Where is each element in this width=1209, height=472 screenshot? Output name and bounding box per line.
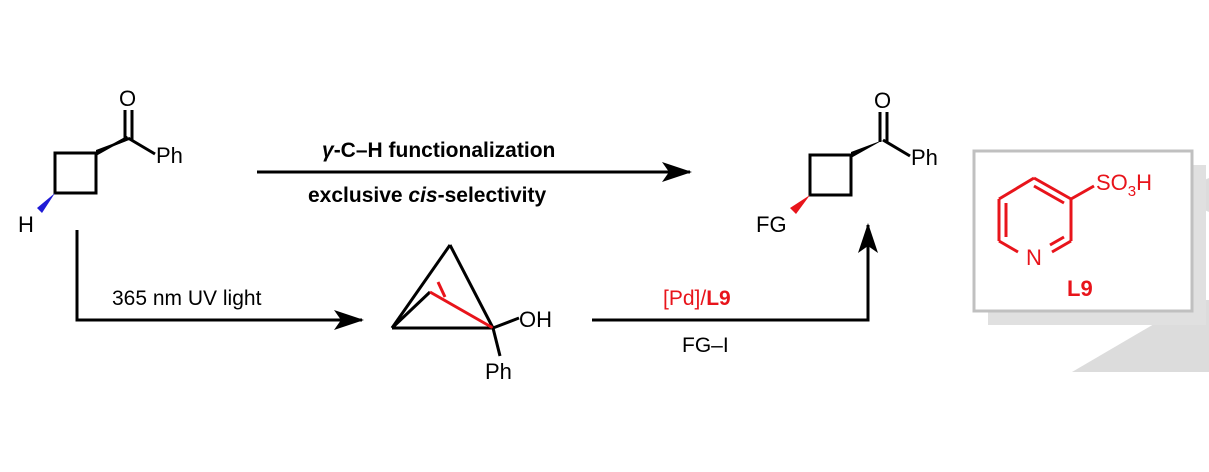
top-arrow-condition-line2: exclusive cis-selectivity: [308, 184, 546, 207]
starting-material-cyclobutyl-phenyl-ketone: [37, 110, 156, 213]
start-oxygen-label: O: [119, 86, 136, 111]
pd-catalyst-condition: [Pd]/L9: [663, 287, 731, 310]
ligand-so3h-label: SO3H: [1096, 170, 1152, 200]
ligand-l9-label: L9: [1067, 276, 1093, 301]
product-cis-functionalized-cyclobutane: [790, 112, 911, 214]
pyridine-sulfonic-acid-structure: [997, 176, 1095, 254]
start-hydrogen-label: H: [18, 212, 34, 237]
blue-wedge-bond: [37, 193, 55, 213]
ligand-nitrogen-label: N: [1026, 245, 1042, 270]
pd-catalysis-arrow: [592, 223, 878, 322]
uv-light-arrow: [75, 230, 364, 330]
ligand-box: [972, 149, 1206, 325]
red-transannular-bond: [429, 290, 494, 330]
intermediate-phenyl-label: Ph: [485, 359, 512, 384]
start-phenyl-label: Ph: [156, 143, 183, 168]
uv-light-condition: 365 nm UV light: [112, 287, 262, 310]
product-fg-label: FG: [756, 212, 787, 237]
pd-reagent-condition: FG–I: [682, 334, 729, 357]
red-wedge-bond: [790, 195, 810, 214]
product-oxygen-label: O: [874, 88, 891, 113]
bicyclic-alcohol-intermediate: [390, 244, 520, 357]
intermediate-hydroxyl-label: OH: [519, 307, 552, 332]
top-arrow-condition-line1: γ-C–H functionalization: [322, 139, 555, 162]
product-phenyl-label: Ph: [911, 145, 938, 170]
